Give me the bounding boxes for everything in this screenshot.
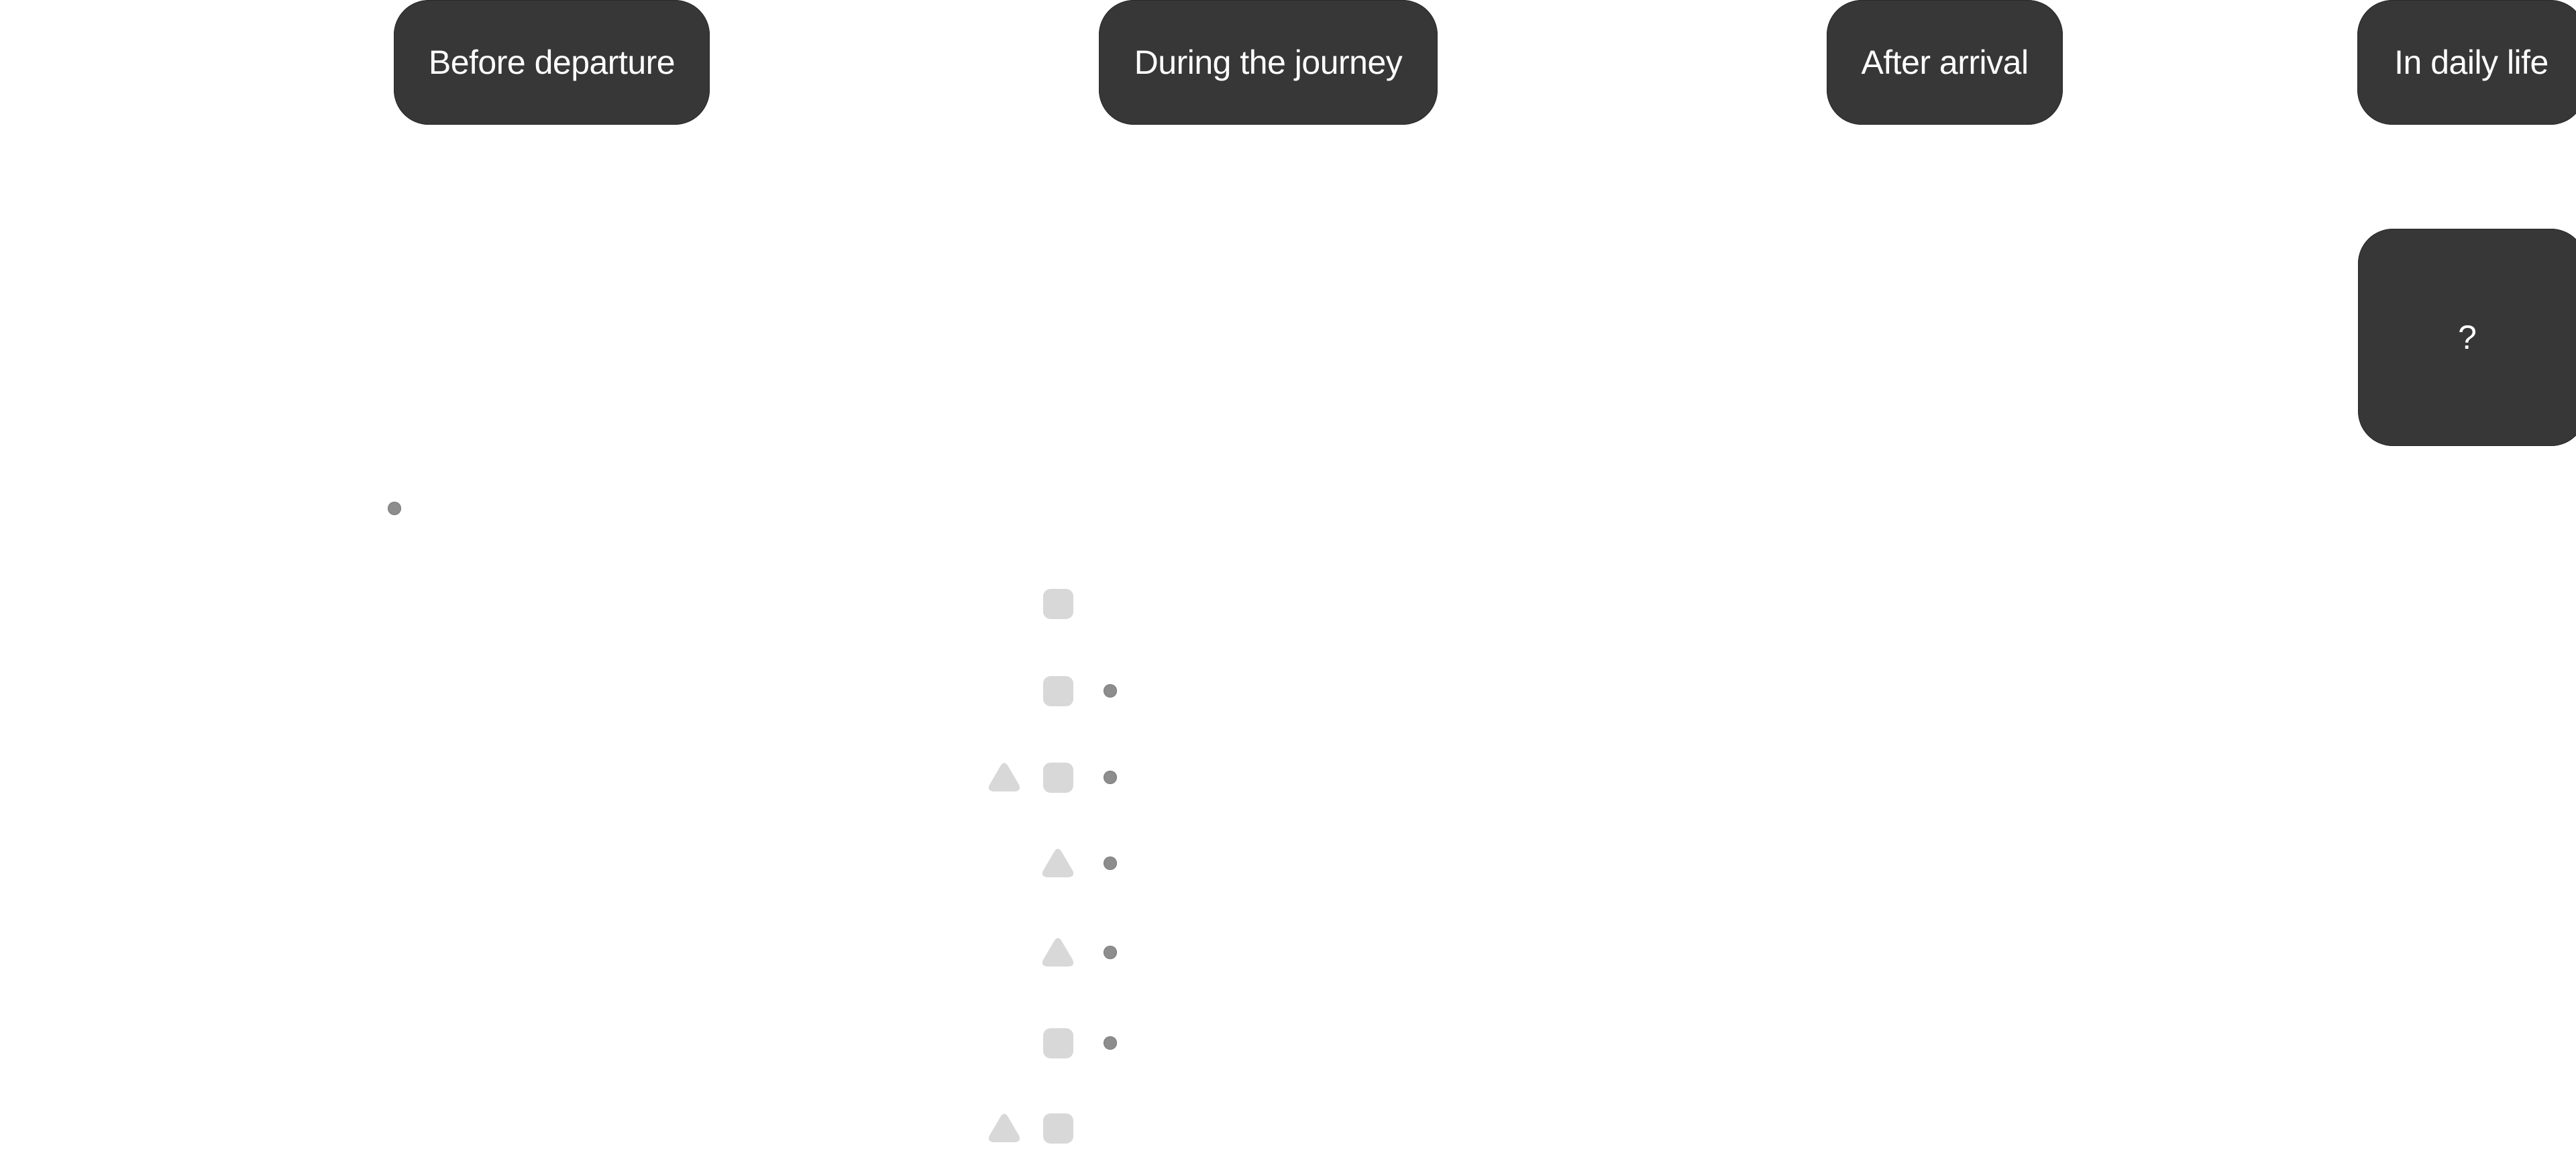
circle-icon [1104, 857, 1117, 870]
stage-card-during-the-journey[interactable]: During the journey [1099, 0, 1438, 125]
square-icon [1043, 1113, 1073, 1144]
unknown-card[interactable]: ? [2358, 229, 2576, 446]
triangle-icon [988, 763, 1020, 792]
square-icon [1043, 676, 1073, 706]
stage-label: Before departure [428, 44, 676, 81]
square-icon [1043, 763, 1073, 793]
triangle-icon [1042, 848, 1074, 878]
square-icon [1043, 1028, 1073, 1058]
circle-icon [1104, 1036, 1117, 1050]
circle-icon [1104, 684, 1117, 698]
circle-icon [388, 502, 401, 515]
stage-card-in-daily-life[interactable]: In daily life [2357, 0, 2576, 125]
stage-label: During the journey [1134, 44, 1403, 81]
stage-card-before-departure[interactable]: Before departure [394, 0, 710, 125]
stage-label: After arrival [1861, 44, 2029, 81]
square-icon [1043, 589, 1073, 619]
triangle-icon [1042, 938, 1074, 967]
stage-label: In daily life [2394, 44, 2548, 81]
question-mark-icon: ? [2458, 319, 2477, 356]
stage-card-after-arrival[interactable]: After arrival [1827, 0, 2063, 125]
circle-icon [1104, 771, 1117, 784]
circle-icon [1104, 946, 1117, 959]
triangle-icon [988, 1113, 1020, 1143]
